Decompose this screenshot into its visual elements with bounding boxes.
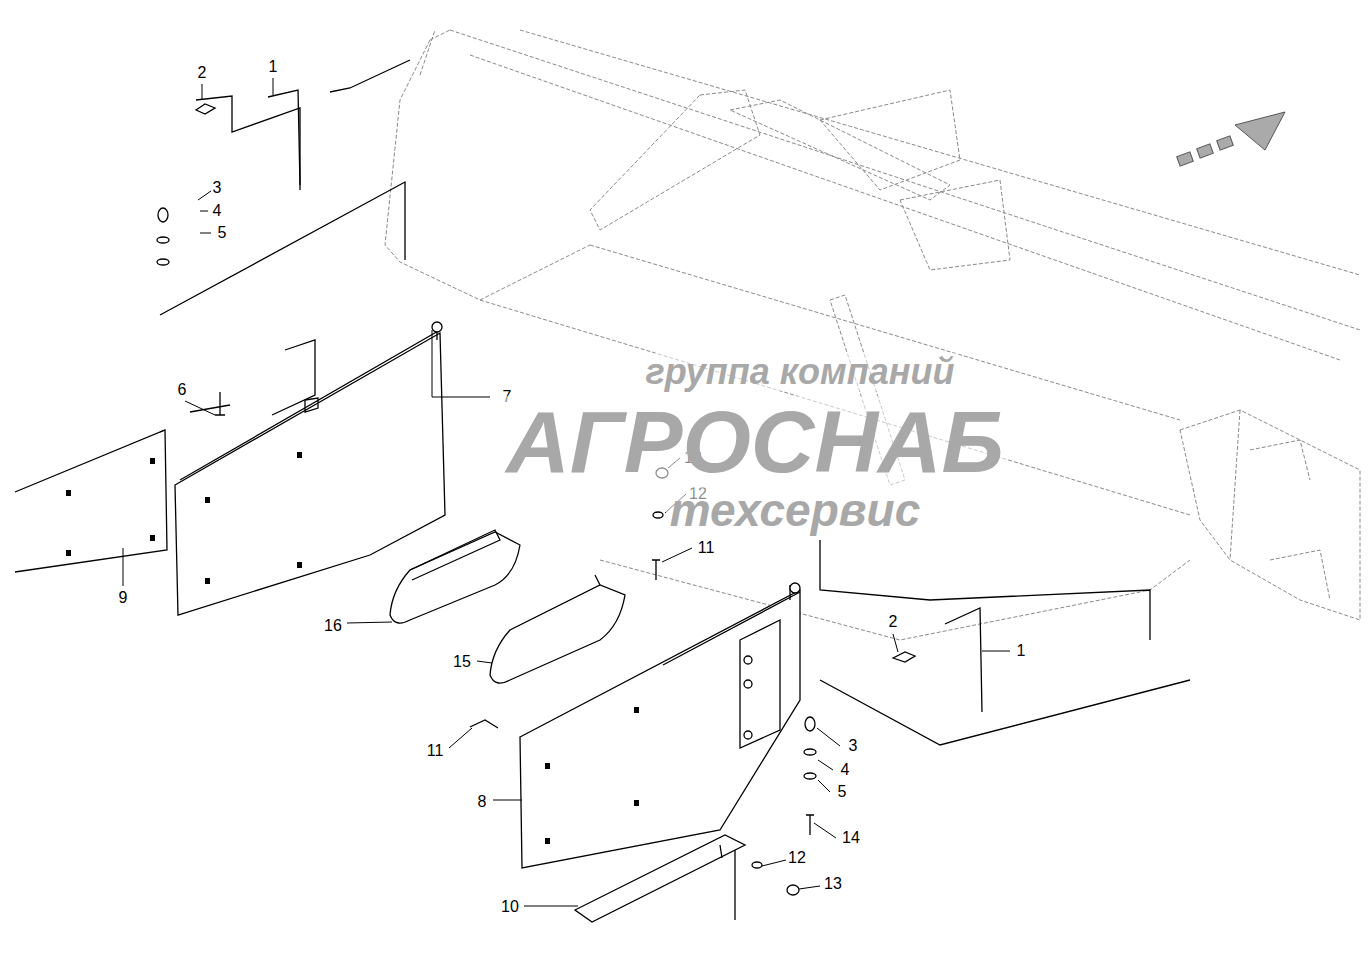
callout-number: 4 xyxy=(212,203,223,219)
callout-number: 4 xyxy=(840,762,851,778)
callout-number: 11 xyxy=(697,540,716,556)
callout-number: 1 xyxy=(268,59,279,75)
callout-number: 2 xyxy=(197,65,208,81)
callout-number: 11 xyxy=(426,743,445,759)
watermark-text: техсервис xyxy=(666,486,924,534)
callout-number: 5 xyxy=(837,784,848,800)
callout-number: 12 xyxy=(787,850,807,866)
callout-number: 14 xyxy=(841,830,861,846)
callout-number: 8 xyxy=(477,794,488,810)
watermark-text: группа компаний xyxy=(642,353,959,391)
callout-number: 3 xyxy=(212,180,223,196)
callout-number: 10 xyxy=(500,899,520,915)
callout-number: 9 xyxy=(118,590,129,606)
callout-number: 2 xyxy=(888,614,899,630)
callout-number: 15 xyxy=(452,654,472,670)
watermark-text: АГРОСНАБ xyxy=(502,396,1008,488)
callout-number: 13 xyxy=(823,876,843,892)
callout-number: 5 xyxy=(217,225,228,241)
callout-number: 16 xyxy=(323,618,343,634)
callout-number: 1 xyxy=(1016,643,1027,659)
callout-number: 3 xyxy=(848,738,859,754)
callout-number: 6 xyxy=(177,382,188,398)
